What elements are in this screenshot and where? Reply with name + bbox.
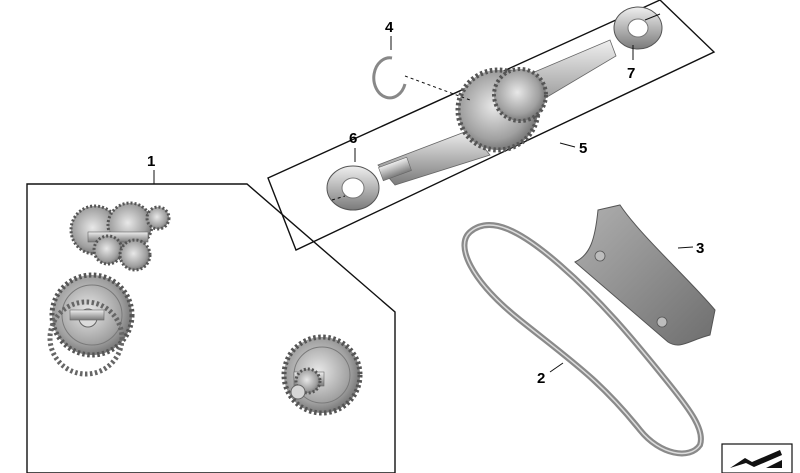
group-1-frame: [26, 183, 396, 473]
gear-cluster-icon: [47, 201, 171, 377]
bearing-icon: [613, 6, 663, 50]
group-5-frame: [267, 0, 716, 251]
part-symbol-icon: [721, 443, 793, 473]
chain-guide-icon: [574, 204, 716, 346]
drive-shaft-icon: [377, 39, 617, 186]
callout-5: 5: [579, 140, 587, 157]
chain-icon: [461, 221, 704, 457]
callout-4: 4: [385, 19, 394, 36]
callout-6: 6: [349, 130, 357, 147]
callout-1: 1: [147, 153, 155, 170]
callout-7: 7: [627, 65, 635, 82]
leader-lines: [153, 13, 694, 373]
camshaft-gear-icon: [281, 334, 363, 416]
bearing-icon: [326, 165, 380, 211]
callout-3: 3: [696, 240, 704, 257]
callout-2: 2: [537, 370, 545, 387]
circlip-icon: [372, 56, 407, 100]
